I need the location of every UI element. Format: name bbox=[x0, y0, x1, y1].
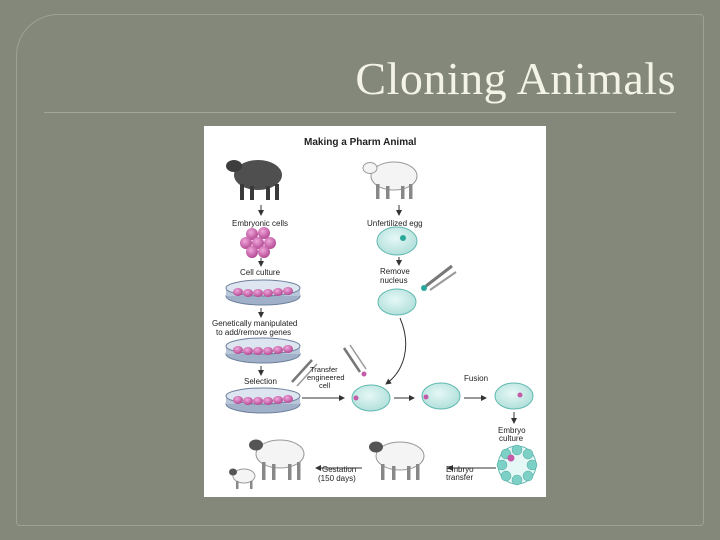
lamb-icon bbox=[229, 468, 256, 489]
label-genetically-2: to add/remove genes bbox=[216, 328, 291, 337]
label-gestation-2: (150 days) bbox=[318, 474, 356, 483]
enucleated-egg-icon bbox=[377, 288, 417, 316]
fusing-egg-icon bbox=[421, 382, 461, 410]
label-unfertilized-egg: Unfertilized egg bbox=[367, 219, 423, 228]
cloning-diagram: Making a Pharm Animal Embryonic cells Un… bbox=[204, 126, 546, 497]
title-divider bbox=[44, 112, 676, 113]
dark-sheep-icon bbox=[226, 160, 282, 200]
label-embryonic-cells: Embryonic cells bbox=[232, 219, 288, 228]
transfer-pipette-icon bbox=[291, 344, 367, 387]
embryonic-cells-icon bbox=[240, 227, 276, 258]
petri-dish-selection-icon bbox=[225, 387, 301, 414]
label-transfer-3: cell bbox=[319, 381, 331, 390]
micropipette-icon bbox=[421, 264, 457, 291]
label-transfer-1: Transfer bbox=[310, 365, 338, 374]
figure-title: Making a Pharm Animal bbox=[304, 137, 417, 148]
label-embryo-transfer-2: transfer bbox=[446, 473, 473, 482]
label-gestation-1: Gestation bbox=[322, 465, 356, 474]
label-fusion: Fusion bbox=[464, 374, 488, 383]
mother-sheep-icon bbox=[249, 439, 305, 480]
label-remove-nucleus-2: nucleus bbox=[380, 276, 408, 285]
label-transfer-2: engineered bbox=[307, 373, 345, 382]
label-genetically-1: Genetically manipulated bbox=[212, 319, 297, 328]
fused-egg-icon bbox=[494, 382, 534, 410]
curved-arrow bbox=[385, 317, 407, 385]
petri-dish-culture-icon bbox=[225, 279, 301, 306]
label-selection: Selection bbox=[244, 377, 277, 386]
label-embryo-transfer-1: Embryo bbox=[446, 465, 474, 474]
surrogate-sheep-icon bbox=[369, 441, 425, 480]
diagram-canvas: Making a Pharm Animal Embryonic cells Un… bbox=[212, 137, 538, 489]
slide-title: Cloning Animals bbox=[355, 53, 676, 104]
label-embryo-culture-2: culture bbox=[499, 434, 524, 443]
petri-dish-manipulated-icon bbox=[225, 337, 301, 364]
egg-with-cell-icon bbox=[351, 384, 391, 412]
label-remove-nucleus-1: Remove bbox=[380, 267, 410, 276]
label-embryo-culture-1: Embryo bbox=[498, 426, 526, 435]
white-sheep-icon bbox=[362, 161, 418, 199]
label-cell-culture: Cell culture bbox=[240, 268, 281, 277]
slide-frame bbox=[16, 14, 704, 526]
embryo-icon bbox=[496, 444, 538, 486]
unfertilized-egg-icon bbox=[376, 226, 418, 256]
